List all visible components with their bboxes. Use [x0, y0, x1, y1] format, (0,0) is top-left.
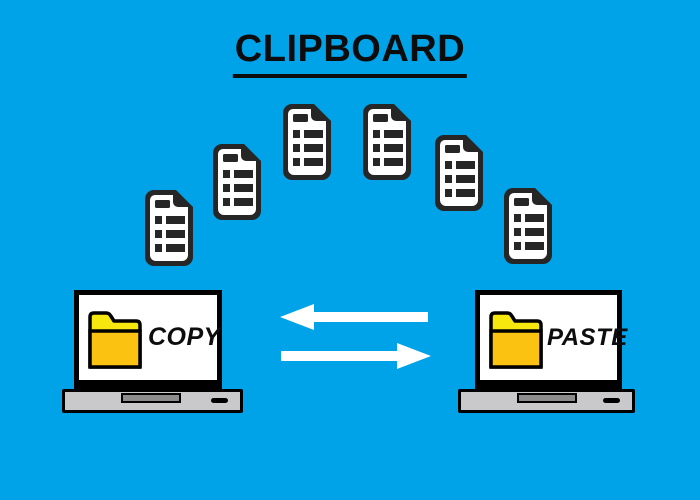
document-text-icon	[361, 102, 413, 182]
laptop-base	[62, 389, 243, 413]
trackpad	[121, 393, 181, 403]
base-dash	[211, 398, 228, 403]
folder-icon	[488, 306, 544, 370]
trackpad	[517, 393, 577, 403]
paste-label: PASTE	[547, 323, 628, 351]
copy-label: COPY	[148, 323, 221, 351]
document-text-icon	[143, 188, 195, 268]
base-dash	[603, 398, 620, 403]
laptop-screen: PASTE	[475, 290, 627, 385]
document-text-icon	[281, 102, 333, 182]
document-text-icon	[433, 133, 485, 213]
page-title: CLIPBOARD	[232, 28, 468, 78]
laptop-base	[458, 389, 635, 413]
arrow-right-icon	[281, 343, 431, 369]
laptop-hinge	[74, 382, 222, 390]
document-text-icon	[211, 142, 263, 222]
document-text-icon	[502, 186, 554, 266]
laptop-paste: PASTE	[458, 290, 639, 413]
arrow-left-icon	[280, 304, 428, 330]
folder-icon	[87, 306, 143, 370]
laptop-hinge	[475, 382, 622, 390]
laptop-screen: COPY	[74, 290, 222, 385]
laptop-copy: COPY	[62, 290, 243, 413]
